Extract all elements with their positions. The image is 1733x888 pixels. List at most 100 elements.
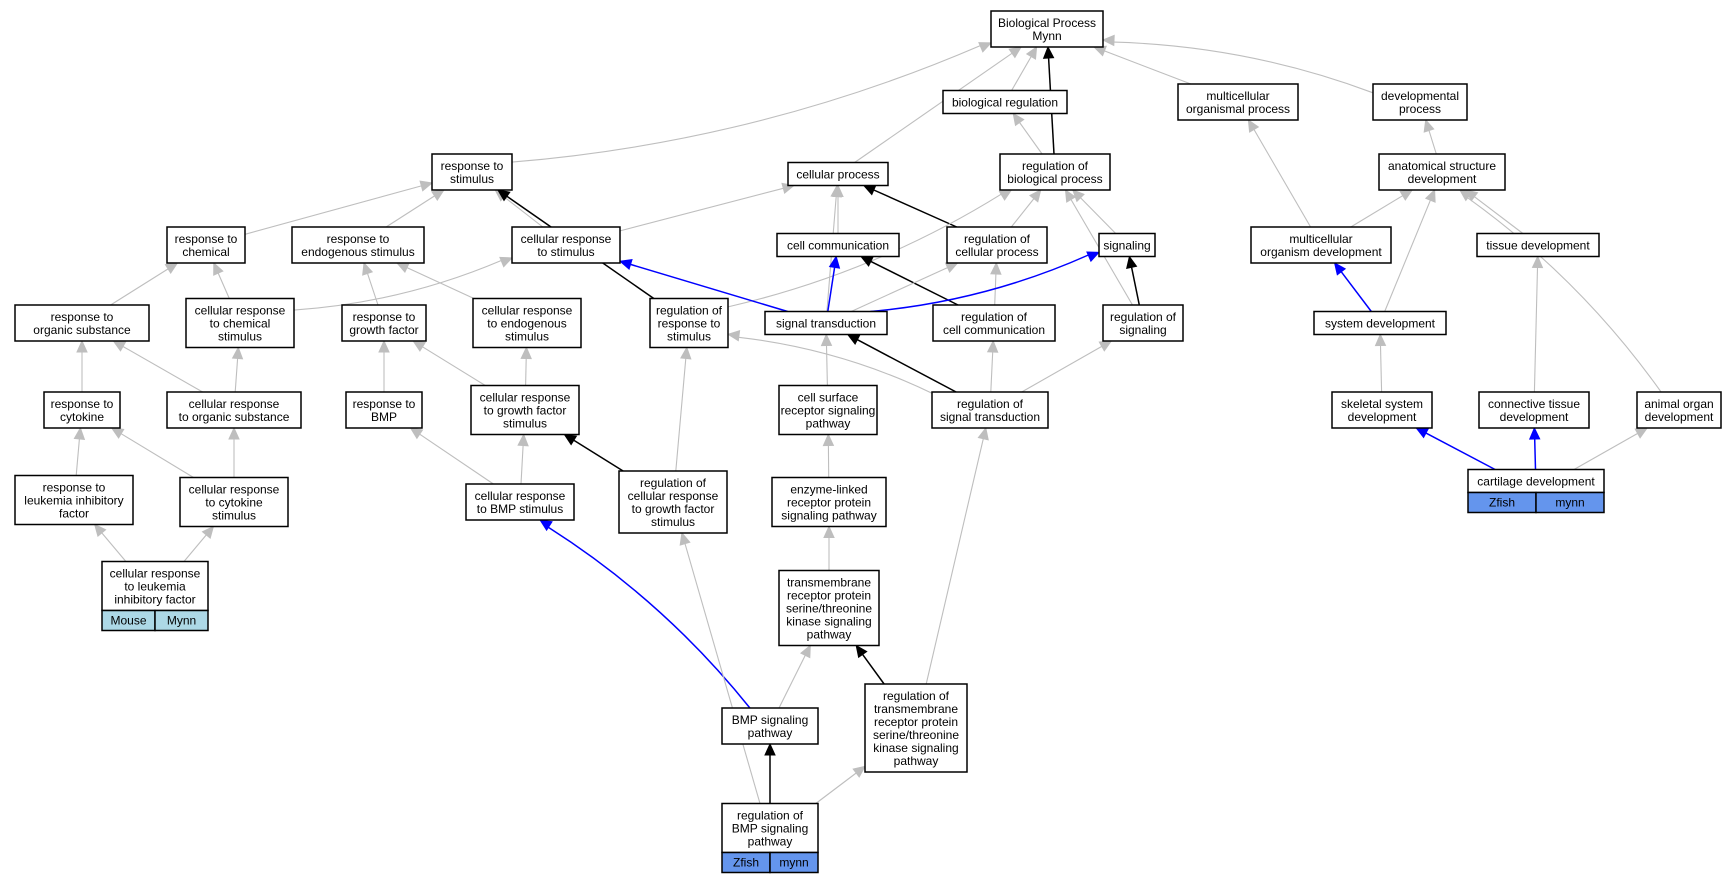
node-label-line: developmental xyxy=(1381,89,1459,103)
edge-regulation_of_bmp_signaling_pathway-to-regulation_of_transmembrane_receptor_protein_serine_threonine_kinase_signaling_pathway xyxy=(815,772,857,804)
node-box xyxy=(721,707,819,745)
edge-signaling-to-regulation_of_biological_process xyxy=(1080,197,1117,234)
arrowhead-cellular_response_to_bmp_stimulus-to-response_to_bmp xyxy=(409,427,424,440)
arrowhead-cellular_response_to_endogenous_stimulus-to-response_to_endogenous_stimulus xyxy=(395,262,410,274)
arrowhead-bmp_signaling_pathway-to-transmembrane_receptor_protein_serine_threonine_kinase_signaling_pathway xyxy=(799,644,811,659)
node-system-development[interactable]: system development xyxy=(1313,310,1447,336)
node-label-line: skeletal system xyxy=(1341,397,1423,411)
edge-response_to_stimulus-to-bp xyxy=(511,45,981,163)
node-label-line: response to xyxy=(353,310,416,324)
node-label-line: response to xyxy=(353,397,416,411)
node-label-line: signaling xyxy=(1119,323,1166,337)
node-label-line: cellular response xyxy=(475,489,566,503)
node-cell-communication[interactable]: cell communication xyxy=(776,232,900,258)
node-label-line: response to xyxy=(658,317,721,331)
node-label-line: to stimulus xyxy=(537,245,594,259)
node-label-line: receptor protein xyxy=(787,589,871,603)
node-box xyxy=(1098,232,1156,258)
edge-regulation_of_signal_transduction-to-signal_transduction xyxy=(857,339,957,393)
node-label-line: animal organ xyxy=(1644,397,1713,411)
species-tag-cell xyxy=(154,609,209,632)
arrowhead-regulation_of_cellular_response_to_growth_factor_stimulus-to-cellular_response_to_growth_factor_stimulus xyxy=(563,433,578,446)
node-label-line: growth factor xyxy=(349,323,418,337)
node-label-line: anatomical structure xyxy=(1388,159,1496,173)
edge-biological_regulation-to-bp xyxy=(1011,56,1032,91)
edge-regulation_of_signal_transduction-to-regulation_of_signaling xyxy=(1021,345,1103,393)
edge-anatomical_structure_development-to-developmental_process xyxy=(1428,130,1437,155)
node-label-line: cellular response xyxy=(189,397,280,411)
node-label-line: pathway xyxy=(807,628,852,642)
node-tissue-development[interactable]: tissue development xyxy=(1476,232,1600,258)
node-label-line: pathway xyxy=(748,726,793,740)
arrowhead-response_to_endogenous_stimulus-to-response_to_stimulus xyxy=(431,189,445,202)
node-signal-transduction[interactable]: signal transduction xyxy=(764,310,888,336)
node-label-line: stimulus xyxy=(212,509,256,523)
node-label-line: to leukemia xyxy=(124,580,186,594)
arrowhead-cellular_response_to_bmp_stimulus-to-cellular_response_to_growth_factor_stimulus xyxy=(517,433,529,447)
node-label-line: BMP signaling xyxy=(732,713,809,727)
node-signaling[interactable]: signaling xyxy=(1098,232,1156,258)
node-label-line: stimulus xyxy=(218,330,262,344)
node-cellular-process[interactable]: cellular process xyxy=(787,161,889,187)
node-box xyxy=(1102,304,1184,342)
node-label-line: development xyxy=(1500,410,1569,424)
node-label-line: pathway xyxy=(806,417,851,431)
node-label-line: response to xyxy=(51,310,114,324)
node-label-line: organism development xyxy=(1260,245,1382,259)
edge-cell_surface_receptor_signaling_pathway-to-signal_transduction xyxy=(825,345,828,386)
arrowhead-regulation_of_signaling-to-signaling xyxy=(1126,255,1138,269)
node-label-line: pathway xyxy=(894,754,939,768)
edge-signal_transduction-to-cell_communication xyxy=(827,267,836,312)
edge-cellular_response_to_cytokine_stimulus-to-response_to_cytokine xyxy=(120,433,194,478)
node-label-line: signal transduction xyxy=(776,317,876,331)
node-label-line: response to xyxy=(43,481,106,495)
edge-regulation_of_transmembrane_receptor_protein_serine_threonine_kinase_signaling_pathway-to-transmembrane_receptor_protein_serine_threonine_kinase_signaling_pathway xyxy=(861,653,885,685)
arrowhead-cartilage_development-to-animal_organ_development xyxy=(1634,427,1649,439)
node-label-line: response to xyxy=(327,232,390,246)
arrowhead-regulation_of_transmembrane_receptor_protein_serine_threonine_kinase_signaling_pathway-to-transmembrane_receptor_protein_serine_threonine_kinase_signaling_pathway xyxy=(855,644,868,659)
edge-regulation_of_biological_process-to-biological_regulation xyxy=(1019,122,1043,155)
node-biological-regulation[interactable]: biological regulation xyxy=(942,89,1068,115)
edge-regulation_of_bmp_signaling_pathway-to-regulation_of_cellular_response_to_growth_factor_stimulus xyxy=(684,543,761,804)
node-label-line: BMP xyxy=(371,410,397,424)
arrowhead-cellular_response_to_leukemia_inhibitory_factor-to-response_to_leukemia_inhibitory_factor xyxy=(93,523,107,537)
